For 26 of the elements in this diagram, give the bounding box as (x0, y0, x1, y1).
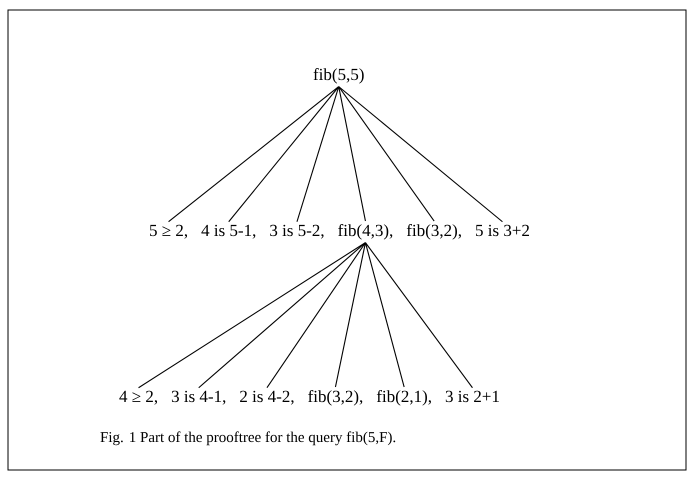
goal-text: 4 ≥ 2, (119, 390, 158, 405)
tree-line (338, 86, 503, 222)
goal-text: 2 is 4-2, (240, 390, 294, 405)
tree-line (228, 86, 340, 222)
goal-text: fib(3,2), (406, 224, 461, 240)
goal-text: 4 is 5-1, (201, 224, 256, 239)
tree-line (338, 86, 435, 222)
goal-text: fib(3,2), (308, 390, 362, 406)
tree-line (338, 86, 366, 222)
tree-line (198, 242, 366, 388)
goal-text: fib(5,5) (314, 68, 364, 84)
goal-text: 3 is 5-2, (270, 224, 324, 239)
tree-line (138, 242, 366, 388)
tree-line (296, 86, 340, 222)
tree-line (364, 242, 405, 388)
tree-line (168, 86, 340, 222)
tree-line (365, 242, 473, 388)
goal-text: 3 is 4-1, (172, 390, 226, 405)
goal-text: 5 is 3+2 (476, 224, 529, 236)
caption: Fig. 1 Part of the prooftree for the query fib(5,F). (100, 431, 396, 446)
goal-text: fib(2,1), (376, 390, 431, 406)
goal-text: fib(4,3), (338, 224, 392, 240)
goal-text: 5 ≥ 2, (150, 224, 188, 239)
goal-text: 3 is 2+1 (446, 390, 499, 402)
tree-line (266, 242, 366, 388)
tree-line (334, 242, 366, 388)
